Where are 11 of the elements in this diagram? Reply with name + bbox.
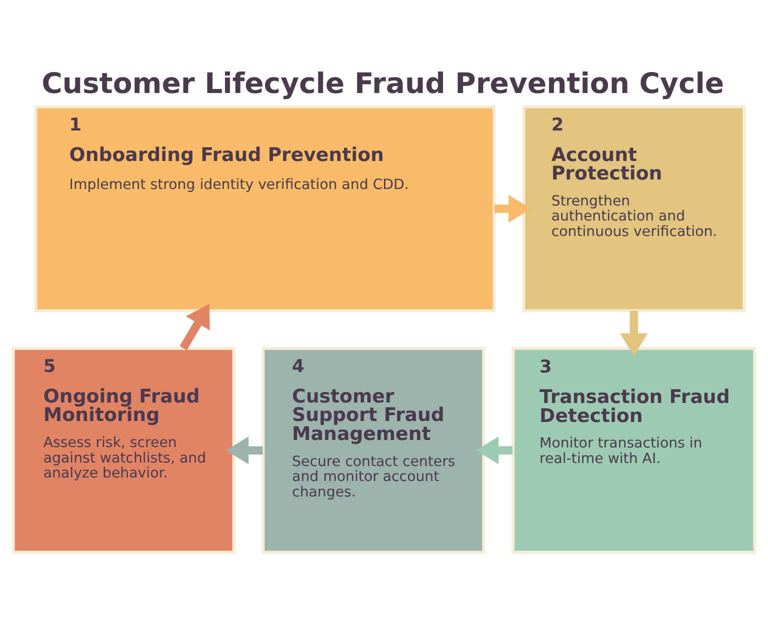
arrow (620, 310, 648, 356)
arrow (180, 303, 210, 350)
node-box: 5 Ongoing Fraud Monitoring Assess risk, screen against watchlists, and analyze behavior. (12, 346, 236, 554)
node-box: 4 Customer Support Fraud Management Secure contact centers and monitor account changes. (262, 346, 486, 554)
node-box: 1 Onboarding Fraud Prevention Implement strong identity verification and CDD. (34, 104, 496, 312)
arrow (226, 436, 263, 464)
arrow (494, 194, 532, 222)
node-box: 3 Transaction Fraud Detection Monitor transactions in real-time with AI. (512, 346, 756, 554)
node-box: 2 Account Protection Strengthen authentication and continuous verification. (522, 104, 746, 312)
arrow (476, 436, 512, 464)
diagram-title: Customer Lifecycle Fraud Prevention Cycle (42, 66, 724, 100)
